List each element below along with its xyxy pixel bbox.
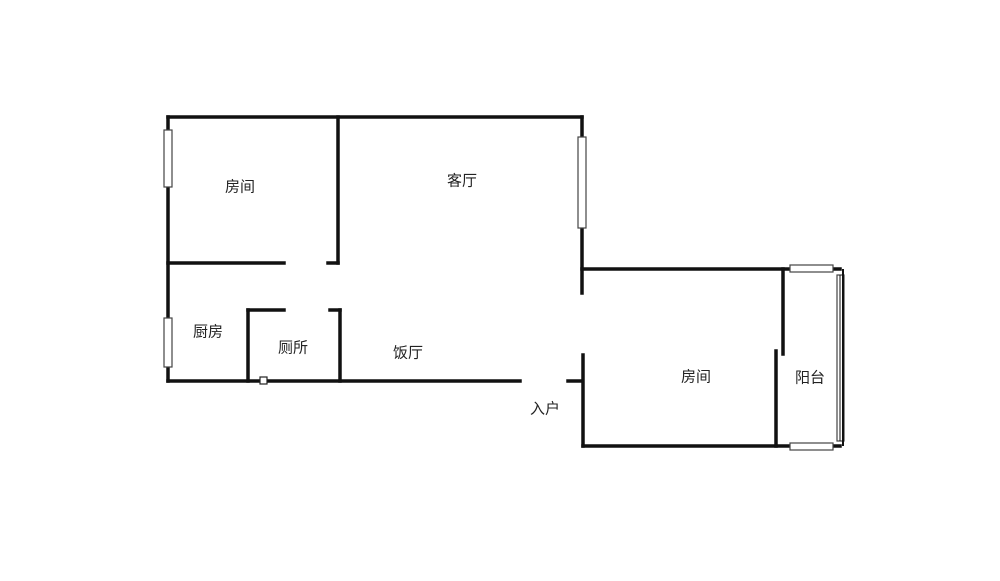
window-bedroom1 — [163, 129, 173, 188]
duct-marker — [259, 376, 268, 385]
label-entrance: 入户 — [529, 399, 561, 418]
label-kitchen: 厨房 — [192, 322, 224, 341]
label-toilet: 厕所 — [277, 338, 309, 357]
window-kitchen — [163, 317, 173, 368]
walls — [166, 115, 842, 448]
label-bedroom-2: 房间 — [680, 367, 712, 386]
label-living-room: 客厅 — [446, 171, 478, 190]
window-living — [577, 136, 587, 229]
window-balcony-top — [789, 264, 834, 273]
label-balcony: 阳台 — [794, 368, 826, 387]
window-balcony-bottom — [789, 442, 834, 451]
windows — [163, 129, 845, 451]
label-bedroom-1: 房间 — [224, 177, 256, 196]
label-dining-room: 饭厅 — [392, 343, 424, 362]
